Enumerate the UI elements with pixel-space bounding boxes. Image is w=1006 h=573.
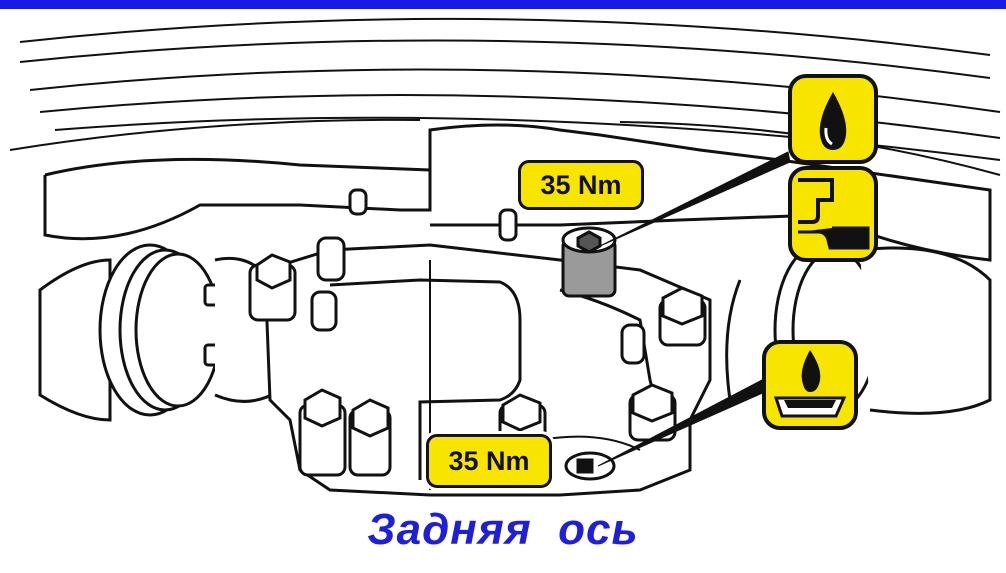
fill-plug bbox=[561, 226, 617, 298]
subframe bbox=[43, 123, 992, 262]
bolt-right-lower bbox=[628, 383, 677, 442]
bolt-right-upper bbox=[658, 286, 707, 347]
stud-4 bbox=[498, 208, 518, 242]
oil-drop-icon bbox=[788, 74, 878, 164]
fill-level-plug-icon bbox=[788, 166, 878, 262]
stud-5 bbox=[348, 188, 368, 216]
housing-bolts bbox=[248, 188, 707, 477]
header-bar bbox=[0, 0, 1006, 9]
left-drive-flange bbox=[38, 243, 282, 422]
bolt-center-lower bbox=[498, 393, 547, 447]
stud-2 bbox=[310, 290, 338, 332]
torque-label-fill-plug: 35 Nm bbox=[518, 160, 644, 210]
leader-fill-plug bbox=[599, 151, 791, 247]
oil-drain-pan-icon bbox=[762, 340, 858, 430]
torque-label-drain-plug: 35 Nm bbox=[426, 434, 552, 488]
diagram-caption: Задняя ось bbox=[367, 505, 639, 554]
drain-plug bbox=[564, 451, 616, 481]
stud-3 bbox=[620, 323, 646, 365]
bolt-left-lower-1 bbox=[298, 388, 347, 477]
bolt-left-top bbox=[248, 253, 297, 322]
bolt-left-lower-2 bbox=[348, 398, 392, 477]
stud-1 bbox=[316, 236, 346, 282]
